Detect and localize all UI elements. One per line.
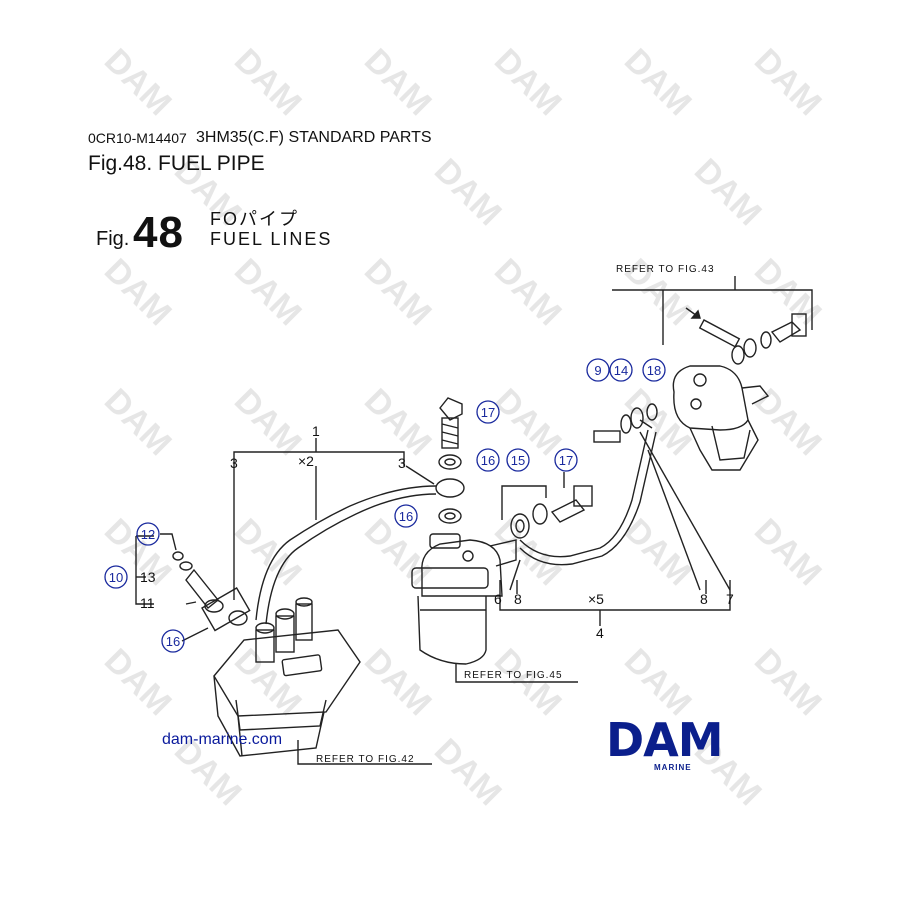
figure-block-title-jp: FOパイプ xyxy=(210,209,299,229)
figure-block-number: 48 xyxy=(133,208,184,257)
callout-label-c12: 12 xyxy=(141,527,155,542)
callout-circle-c15 xyxy=(506,448,530,472)
part-label-x5: ×5 xyxy=(588,591,604,607)
fig42-leader xyxy=(297,740,432,765)
document-code: 0CR10-M14407 xyxy=(88,130,187,146)
callout-circle-c10 xyxy=(104,565,128,589)
callout-label-c17a: 17 xyxy=(481,405,495,420)
callout-label-c9: 9 xyxy=(594,363,601,378)
injection-pump xyxy=(213,597,361,757)
callout-label-c16a: 16 xyxy=(481,453,495,468)
part-label-6: 6 xyxy=(494,591,502,607)
callout-label-c16b: 16 xyxy=(399,509,413,524)
callout-label-c14: 14 xyxy=(614,363,628,378)
dam-logo: DAM xyxy=(606,713,724,767)
figure-block-title-en: FUEL LINES xyxy=(210,229,333,249)
fuel-filter xyxy=(411,533,517,665)
callout-circle-c16c xyxy=(161,629,185,653)
callout-label-c17b: 17 xyxy=(559,453,573,468)
part-label-3a: 3 xyxy=(230,455,238,471)
part-label-7: 7 xyxy=(726,591,734,607)
callout-circle-c17a xyxy=(476,400,500,424)
site-url[interactable]: dam-marine.com xyxy=(162,731,283,748)
figure-block-label: Fig. xyxy=(96,228,130,250)
part-label-3b: 3 xyxy=(398,455,406,471)
fig43-bracket xyxy=(612,289,813,330)
fig45-leader xyxy=(455,664,578,683)
part-label-13: 13 xyxy=(140,569,156,585)
part-label-4: 4 xyxy=(596,625,604,641)
callout-circle-c14 xyxy=(609,358,633,382)
part-label-1: 1 xyxy=(312,423,320,439)
callout-label-c10: 10 xyxy=(109,570,123,585)
callout-label-c16c: 16 xyxy=(166,634,180,649)
callout-circle-c16b xyxy=(394,504,418,528)
bolt-9 xyxy=(593,430,621,443)
refer-fig42: REFER TO FIG.42 xyxy=(316,754,415,765)
refer-fig43: REFER TO FIG.43 xyxy=(616,264,715,275)
fuel-pump xyxy=(672,365,770,471)
fuel-line-4 xyxy=(519,429,649,558)
callout-label-c15: 15 xyxy=(511,453,525,468)
callout-circle-c12 xyxy=(136,522,160,546)
callout-circle-c16a xyxy=(476,448,500,472)
part-label-8b: 8 xyxy=(700,591,708,607)
callout-circle-c9 xyxy=(586,358,610,382)
fuel-line-1 xyxy=(255,485,437,621)
callout-label-c18: 18 xyxy=(647,363,661,378)
refer-fig45: REFER TO FIG.45 xyxy=(464,670,563,681)
callout-circle-c18 xyxy=(642,358,666,382)
document-title: 3HM35(C.F) STANDARD PARTS xyxy=(196,129,432,146)
part-label-x2: ×2 xyxy=(298,453,314,469)
dam-logo-subtitle: MARINE xyxy=(654,763,692,772)
part-label-11: 11 xyxy=(140,595,155,611)
figure-title: Fig.48. FUEL PIPE xyxy=(88,152,265,175)
callout-circle-c17b xyxy=(554,448,578,472)
part-label-8a: 8 xyxy=(514,591,522,607)
